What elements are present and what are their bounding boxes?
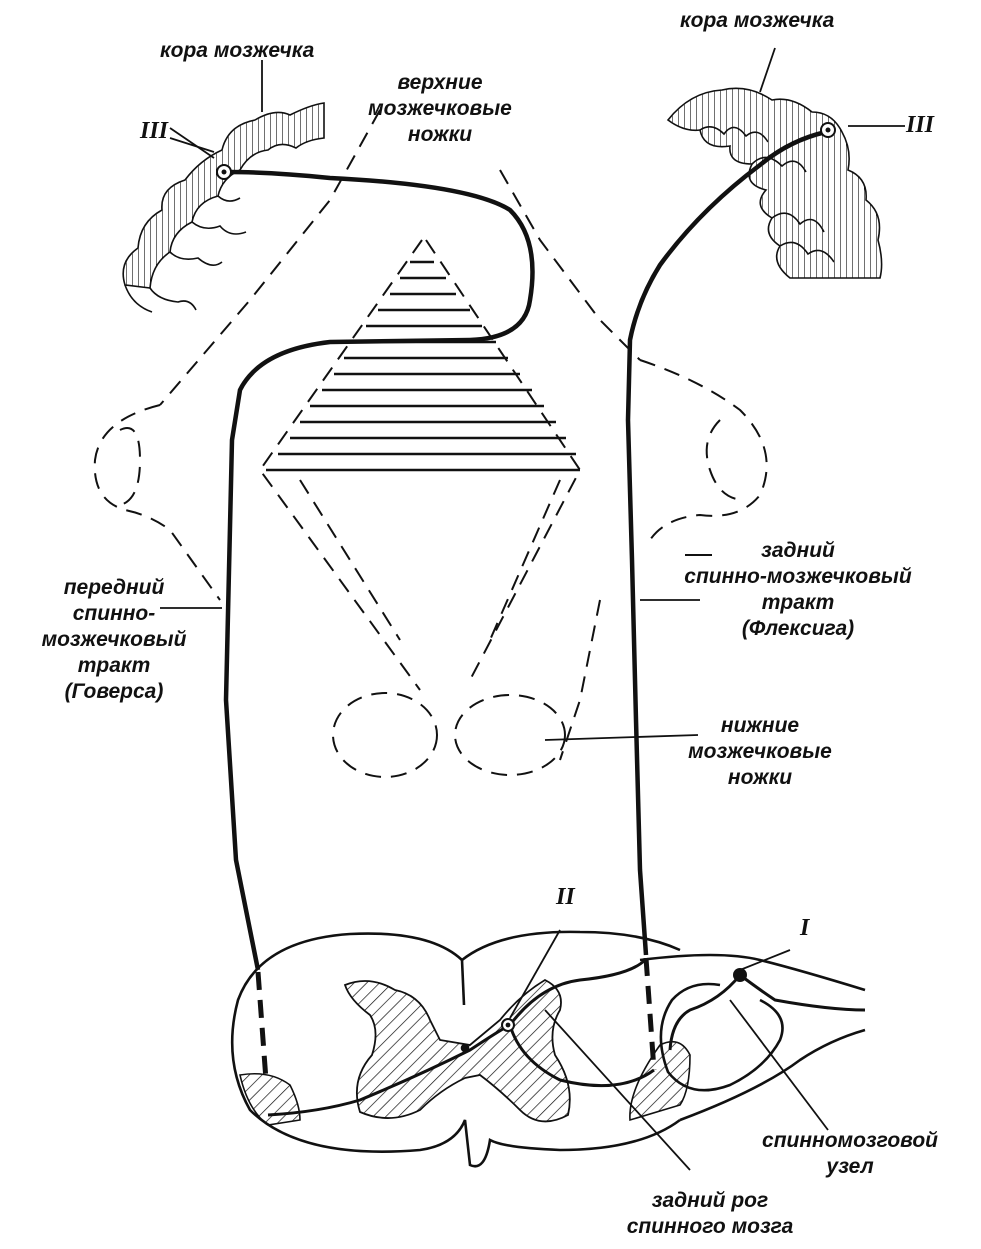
label-cortex-left: кора мозжечка [160,38,314,64]
anterior-spinocerebellar-tract [226,172,533,970]
spinal-ganglion-cell [733,968,747,982]
mark-neuron-iii-left: III [140,118,168,145]
neuron-iii-right-cell [821,123,835,137]
label-spinal-ganglion: спинномозговой узел [725,1128,975,1180]
label-dorsal-horn: задний рог спинного мозга [595,1188,825,1240]
label-superior-peduncles: верхние мозжечковые ножки [345,70,535,148]
right-cerebellar-cortex [668,88,882,278]
label-posterior-tract: задний спинно-мозжечковый тракт (Флексиг… [648,538,948,642]
label-inferior-peduncles: нижние мозжечковые ножки [660,713,860,791]
mark-neuron-ii: II [556,884,575,911]
neuron-ii-cell [502,1019,514,1031]
neuron-iii-left-cell [217,165,231,179]
mark-neuron-i: I [800,915,809,942]
label-cortex-right: кора мозжечка [680,8,834,34]
label-anterior-tract: передний спинно- мозжечковый тракт (Гове… [20,575,208,705]
mark-neuron-iii-right: III [906,112,934,139]
